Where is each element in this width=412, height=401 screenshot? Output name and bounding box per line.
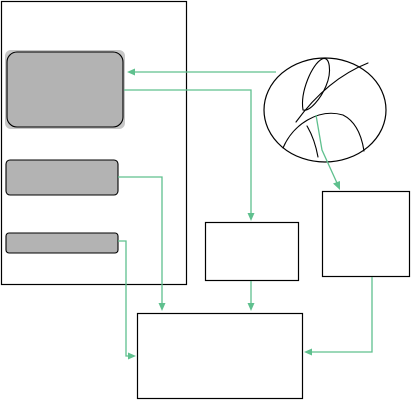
middle-box [204, 221, 300, 282]
globe-icon [263, 57, 387, 163]
connector-middle-box-to-bottom-box [247, 281, 255, 311]
bottom-box [136, 312, 304, 400]
right-box [321, 190, 411, 278]
connectors [118, 68, 373, 360]
large-gray-block [5, 50, 125, 129]
large-gray-block-inner [6, 51, 124, 128]
globe-sweep [295, 62, 369, 123]
connector-globe-to-large-block [127, 68, 276, 76]
connector-large-block-to-middle-box [124, 89, 255, 221]
globe-loop [301, 57, 331, 111]
globe-arc [282, 112, 365, 152]
connector-right-box-to-bottom-box [304, 277, 373, 356]
connector-small-block-to-bottom-box [118, 240, 136, 360]
connector-medium-block-to-bottom-box [118, 176, 166, 311]
medium-gray-block [5, 159, 119, 196]
globe-outline [263, 57, 387, 163]
small-gray-block [5, 232, 119, 254]
globe-stroke [306, 125, 319, 158]
connector-globe-to-right-box [315, 114, 340, 190]
